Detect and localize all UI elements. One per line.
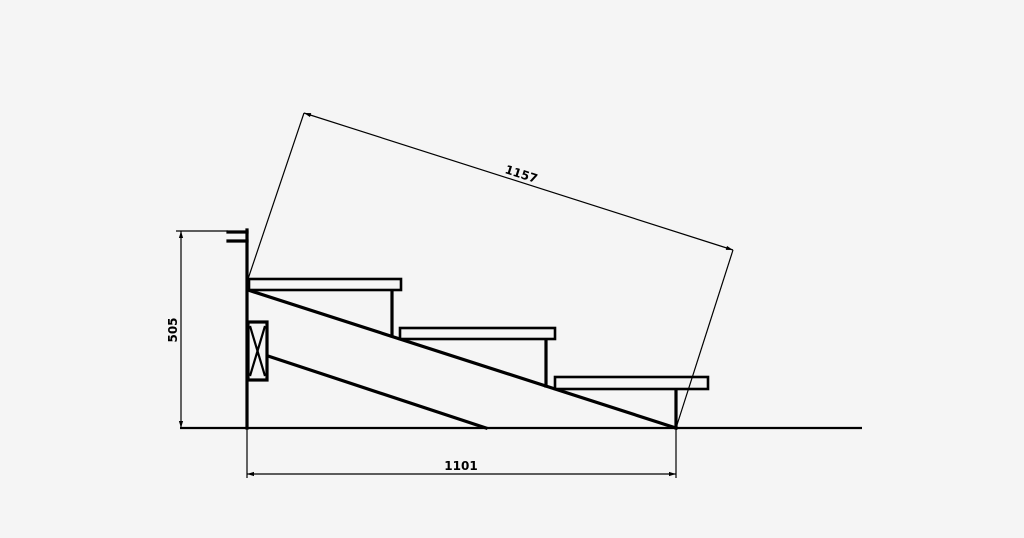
risers bbox=[390, 288, 678, 430]
support-block bbox=[246, 320, 269, 382]
wall-post bbox=[226, 228, 249, 430]
step-tread-3 bbox=[553, 375, 710, 391]
step-tread-2 bbox=[398, 326, 557, 341]
width-dimension-label: 1101 bbox=[444, 459, 477, 473]
height-dimension: 505 bbox=[166, 230, 228, 428]
upper-stringer bbox=[245, 287, 679, 431]
lower-stringer bbox=[265, 353, 489, 431]
step-tread-1 bbox=[247, 277, 403, 292]
width-dimension: 1101 bbox=[246, 428, 677, 478]
height-dimension-label: 505 bbox=[166, 317, 180, 342]
